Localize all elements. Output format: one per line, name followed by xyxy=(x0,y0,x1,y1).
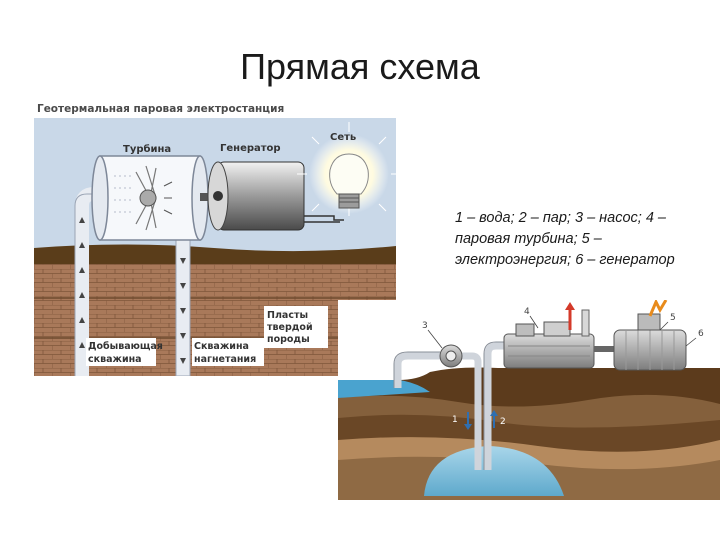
production-well-label-2: скважина xyxy=(88,354,142,365)
generator-label: Генератор xyxy=(220,143,281,154)
injection-well-label-box xyxy=(192,338,264,366)
geothermal-plant-diagram: Геотермальная паровая электростанция Тур… xyxy=(34,98,396,376)
rock-layers-label-2: твердой xyxy=(267,322,313,333)
power-generator xyxy=(613,313,687,371)
label-3: 3 xyxy=(422,321,428,331)
rock-layers-label-3: породы xyxy=(267,334,310,345)
label-5: 5 xyxy=(670,313,676,323)
rock-layers-label-box xyxy=(264,306,328,348)
production-well-label: Добывающая xyxy=(88,341,163,352)
sea xyxy=(338,380,430,398)
upflow-arrows xyxy=(79,217,85,348)
direct-scheme-diagram: 3 4 5 6 1 2 xyxy=(338,300,720,500)
label-4: 4 xyxy=(524,307,530,317)
figure-caption: 1 – вода; 2 – пар; 3 – насос; 4 – парова… xyxy=(455,210,675,268)
downflow-arrows xyxy=(180,258,186,364)
slide-title: Прямая схема xyxy=(240,46,480,87)
turbine xyxy=(91,155,209,241)
label-1: 1 xyxy=(452,415,458,425)
figure1-title: Геотермальная паровая электростанция xyxy=(37,103,284,115)
topsoil-layer xyxy=(34,244,396,266)
injection-well-label: Скважина xyxy=(194,341,249,352)
reservoir xyxy=(424,446,564,496)
rock-layers-label: Пласты xyxy=(267,310,308,321)
wire xyxy=(304,215,344,221)
pump xyxy=(439,344,463,368)
injection-well-label-2: нагнетания xyxy=(194,354,256,365)
grid-label: Сеть xyxy=(330,132,356,143)
generator xyxy=(207,161,305,231)
label-2: 2 xyxy=(500,417,506,427)
production-well-label-box xyxy=(86,338,156,366)
label-6: 6 xyxy=(698,329,704,339)
light-bulb-icon xyxy=(297,122,396,216)
electricity-icon xyxy=(648,300,668,317)
steam-turbine xyxy=(503,321,595,369)
turbine-label: Турбина xyxy=(123,143,171,155)
pipes xyxy=(394,342,506,470)
